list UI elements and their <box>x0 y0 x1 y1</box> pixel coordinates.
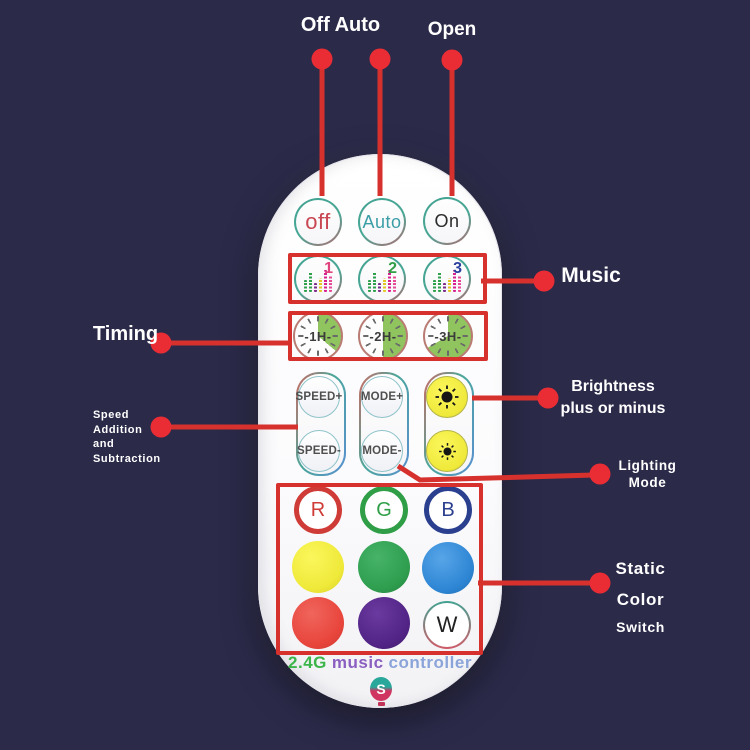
auto-dot <box>369 48 391 70</box>
music-dot <box>533 270 555 292</box>
brightness-group <box>424 372 474 476</box>
speed-group: SPEED+ SPEED- <box>296 372 346 476</box>
balloon-basket <box>377 702 385 706</box>
off-dot <box>311 48 333 70</box>
mode-minus-label: MODE- <box>362 445 402 457</box>
music-group-frame <box>288 253 487 304</box>
annotation-static-line2: Color <box>616 590 665 609</box>
green-select-label: G <box>376 498 392 521</box>
brightness-minus-button[interactable] <box>426 430 468 472</box>
brightness-plus-button[interactable] <box>426 376 468 418</box>
annotation-off-auto: Off Auto <box>300 14 381 36</box>
annotation-speed-line2: Addition <box>93 423 143 436</box>
music-button-3-label: 3 <box>453 260 462 277</box>
annotation-brightness: Brightness plus or minus <box>528 376 698 420</box>
music-button-2[interactable]: 2 <box>358 255 406 303</box>
sun-icon <box>435 385 459 409</box>
auto-button[interactable]: Auto <box>358 198 406 246</box>
annotation-lighting-line2: Mode <box>628 475 667 490</box>
green-color-button[interactable] <box>358 541 410 593</box>
annotation-brightness-line1: Brightness <box>571 378 655 395</box>
red-color-button[interactable] <box>292 597 344 649</box>
music-button-1-label: 1 <box>324 260 333 277</box>
annotation-static-line1: Static <box>615 559 666 578</box>
speed-minus-label: SPEED- <box>296 445 342 457</box>
annotation-speed: Speed Addition and Subtraction <box>93 408 183 466</box>
blue-select-button[interactable]: B <box>424 486 472 534</box>
annotation-static-line3: Switch <box>616 619 665 635</box>
mode-plus-button[interactable]: MODE+ <box>361 376 403 418</box>
annotation-lighting-line1: Lighting <box>618 458 677 473</box>
on-button[interactable]: On <box>423 197 471 245</box>
annotation-lighting-mode: Lighting Mode <box>600 457 695 491</box>
annotation-music: Music <box>561 264 621 287</box>
mode-minus-button[interactable]: MODE- <box>361 430 403 472</box>
timer-button-2h-label: -2H- <box>369 329 397 344</box>
brand-word-music: music <box>331 653 384 672</box>
brand-word-controller: controller <box>388 653 472 672</box>
timer-group-frame <box>288 311 488 361</box>
yellow-color-button[interactable] <box>292 541 344 593</box>
timer-button-3h-label: -3H- <box>434 329 462 344</box>
mode-group: MODE+ MODE- <box>359 372 409 476</box>
annotation-speed-line3: and <box>93 438 115 450</box>
color-group-frame <box>276 483 483 655</box>
red-select-button[interactable]: R <box>294 486 342 534</box>
brand-logo: S <box>369 677 393 707</box>
off-button[interactable]: off <box>294 198 342 246</box>
open-dot <box>441 49 463 71</box>
white-color-button[interactable]: W <box>423 601 471 649</box>
speed-plus-label: SPEED+ <box>295 391 343 403</box>
annotation-brightness-line2: plus or minus <box>560 400 666 417</box>
annotation-speed-line1: Speed <box>93 409 130 421</box>
music-button-2-label: 2 <box>388 260 397 277</box>
sun-icon <box>438 442 456 460</box>
equalizer-icon <box>304 266 332 292</box>
purple-color-button[interactable] <box>358 597 410 649</box>
equalizer-icon <box>368 266 396 292</box>
speed-plus-button[interactable]: SPEED+ <box>295 376 343 418</box>
music-button-1[interactable]: 1 <box>294 255 342 303</box>
annotation-timing: Timing <box>92 323 159 345</box>
balloon-icon: S <box>370 677 392 701</box>
annotation-speed-line4: Subtraction <box>93 452 161 465</box>
annotation-open: Open <box>427 19 477 40</box>
speed-minus-button[interactable]: SPEED- <box>296 430 342 472</box>
music-button-3[interactable]: 3 <box>423 255 471 303</box>
brand-prefix: 2.4G <box>288 653 327 672</box>
equalizer-icon <box>433 266 461 292</box>
annotation-static-color: Static Color Switch <box>593 559 688 635</box>
mode-plus-label: MODE+ <box>360 391 404 403</box>
red-select-label: R <box>310 498 326 521</box>
off-button-label: off <box>305 209 331 234</box>
auto-button-label: Auto <box>362 211 402 232</box>
white-color-label: W <box>436 612 458 637</box>
blue-select-label: B <box>441 498 455 521</box>
blue-color-button[interactable] <box>422 542 474 594</box>
logo-letter: S <box>376 681 386 697</box>
green-select-button[interactable]: G <box>360 486 408 534</box>
on-button-label: On <box>434 210 460 231</box>
timer-button-1h-label: -1H- <box>304 329 332 344</box>
